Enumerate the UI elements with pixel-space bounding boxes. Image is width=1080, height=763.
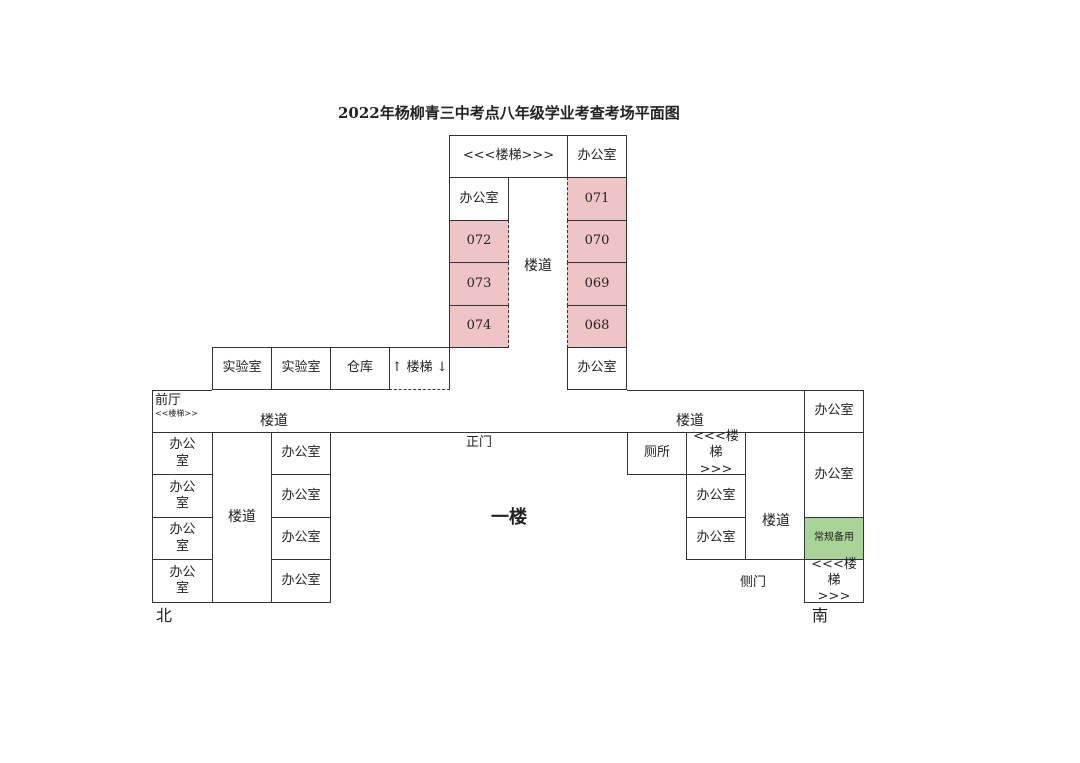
exam-room-072: 072 [449,220,509,263]
north-label: 北 [156,606,173,625]
office-mid-right: 办公室 [567,347,627,390]
office-east-2: 办公室 [686,517,746,560]
corridor-west: 楼道 [212,432,272,603]
office-top-left: 办公室 [449,177,509,221]
office-left-4: 办公 室 [152,559,213,603]
stairs-south: <<<楼梯 >>> [804,557,864,604]
office-left-8: 办公室 [271,559,331,603]
corridor-label-right: 楼道 [676,413,704,429]
south-label: 南 [812,606,829,625]
corridor-label-east: 楼道 [762,513,790,529]
office-left-1: 办公 室 [152,432,213,475]
exam-room-070: 070 [567,220,627,263]
exam-room-069: 069 [567,262,627,306]
wall [686,559,805,560]
warehouse: 仓库 [330,347,390,390]
exam-room-068: 068 [567,305,627,348]
exam-room-073: 073 [449,262,509,306]
toilet: 厕所 [627,432,687,475]
side-gate-label: 侧门 [740,575,767,590]
stairs-top: <<<楼梯>>> [449,135,568,178]
office-east-1: 办公室 [686,474,746,518]
office-right-1: 办公室 [804,390,864,433]
wall [152,390,212,391]
lobby-label: 前厅 [155,393,182,408]
office-left-6: 办公室 [271,474,331,518]
wall [152,432,805,433]
office-right-2: 办公室 [804,432,864,518]
lobby-stairs-label: <<楼梯>> [155,409,198,418]
office-left-7: 办公室 [271,517,331,560]
lab-room-2: 实验室 [271,347,331,390]
lab-room-1: 实验室 [212,347,272,390]
stairs-east: <<<楼梯 >>> [686,429,746,477]
reserve-room: 常规备用 [804,517,864,560]
main-gate-label: 正门 [466,435,493,450]
page-title: 2022年杨柳青三中考点八年级学业考查考场平面图 [338,104,680,122]
exam-room-074: 074 [449,305,509,348]
office-left-2: 办公 室 [152,474,213,518]
office-left-3: 办公 室 [152,517,213,560]
floor-label: 一楼 [491,507,527,528]
corridor-label-top: 楼道 [524,258,552,274]
corridor-label-left: 楼道 [260,413,288,429]
office-left-5: 办公室 [271,432,331,475]
office-top-right: 办公室 [567,135,627,178]
stairs-mid: ↑ 楼梯 ↓ [389,347,450,390]
exam-room-071: 071 [567,177,627,221]
wall [627,390,864,391]
